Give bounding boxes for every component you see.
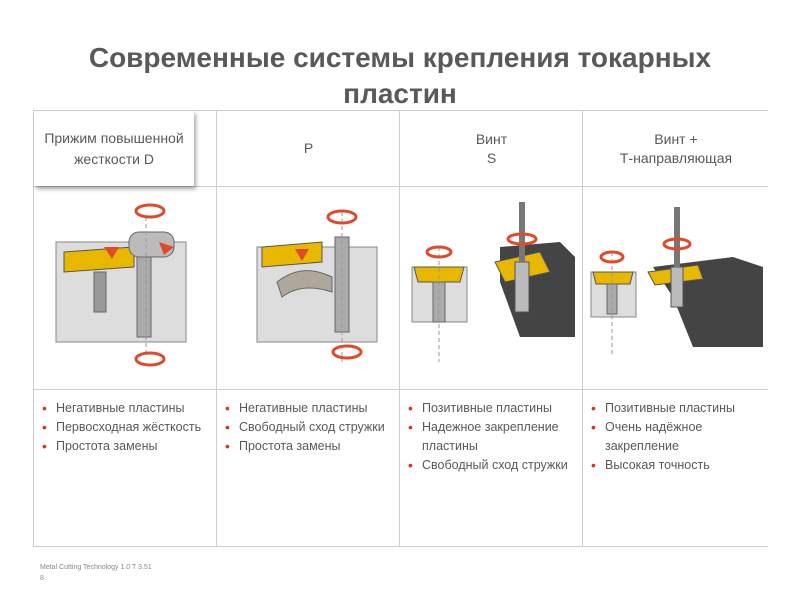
header-line: Винт [475,130,508,147]
column-screw-t-guide: Винт + Т-направляющая Позитивные пластин… [582,111,769,546]
feature-list: Негативные пластины Первосходная жёсткос… [40,399,210,456]
feature-item: Позитивные пластины [406,399,576,418]
feature-item: Позитивные пластины [589,399,759,418]
clamping-systems-table: Прижим повышенной жесткости D Негативные… [33,110,768,547]
footer-source: Metal Cutting Technology 1.0 T 3.51 [40,564,152,571]
header-line: Винт + [654,130,698,147]
column-header: Прижим повышенной жесткости D [34,111,194,186]
rigid-clamp-illustration [34,187,217,389]
p-lever-illustration [217,187,400,389]
feature-item: Очень надёжное закрепление [589,418,759,456]
feature-item: Свободный сход стружки [223,418,393,437]
column-header: Винт + Т-направляющая [583,111,769,186]
feature-item: Первосходная жёсткость [40,418,210,437]
header-line: жесткости D [74,150,154,167]
feature-item: Надежное закрепление пластины [406,418,576,456]
column-header: P [217,111,400,186]
header-line: S [486,149,497,166]
column-header: Винт S [400,111,583,186]
column-rigid-clamp: Прижим повышенной жесткости D Негативные… [33,111,217,546]
screw-t-guide-illustration [583,187,769,389]
page-number: 8 [40,575,44,582]
header-line: Т-направляющая [619,149,733,166]
feature-item: Простота замены [40,437,210,456]
feature-item: Высокая точность [589,456,759,475]
row-divider [33,186,768,187]
header-line: P [303,140,314,156]
column-screw-s: Винт S Позитивные пластины Надежное закр… [399,111,583,546]
screw-s-illustration [400,187,583,389]
feature-item: Негативные пластины [40,399,210,418]
feature-list: Негативные пластины Свободный сход струж… [223,399,393,456]
feature-item: Свободный сход стружки [406,456,576,475]
feature-item: Негативные пластины [223,399,393,418]
feature-list: Позитивные пластины Очень надёжное закре… [589,399,759,475]
header-line: Прижим [44,129,97,146]
column-p-lever: P Негативные пластины Свободный сход стр… [216,111,400,546]
feature-list: Позитивные пластины Надежное закрепление… [406,399,576,475]
slide-title: Современные системы крепления токарных п… [88,42,712,109]
feature-item: Простота замены [223,437,393,456]
row-divider [33,389,768,390]
header-line: повышенной [100,129,184,146]
